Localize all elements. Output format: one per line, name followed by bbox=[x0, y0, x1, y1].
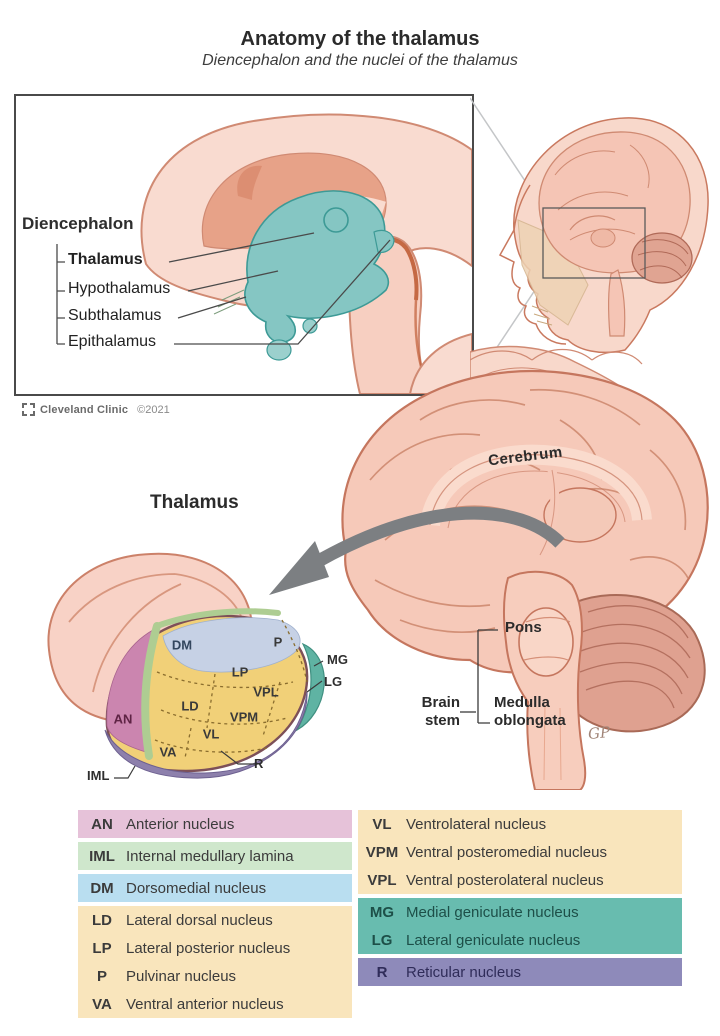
credit-line: Cleveland Clinic ©2021 bbox=[22, 403, 170, 416]
legend-row-lg: LG Lateral geniculate nucleus bbox=[358, 926, 682, 954]
region-label-dm: DM bbox=[171, 637, 193, 653]
legend-abbr-dm: DM bbox=[90, 879, 114, 897]
legend-name-lp: Lateral posterior nucleus bbox=[126, 939, 291, 957]
reticular-purple-rim bbox=[104, 691, 308, 779]
legend-name-ld: Lateral dorsal nucleus bbox=[126, 911, 273, 929]
legend-name-vl: Ventrolateral nucleus bbox=[406, 815, 547, 833]
artist-signature: GP bbox=[587, 723, 611, 743]
legend-row-dm: DM Dorsomedial nucleus bbox=[78, 874, 352, 902]
legend-abbr-an: AN bbox=[91, 815, 113, 833]
head-brain-shape bbox=[538, 131, 693, 337]
legend-row-vl: VL Ventrolateral nucleus bbox=[358, 810, 682, 838]
thalamus-nuclei-illustration bbox=[47, 552, 325, 779]
brain-stem-label: Brain stem bbox=[421, 694, 460, 729]
callout-label-r: R bbox=[254, 756, 264, 771]
legend-row-r: R Reticular nucleus bbox=[358, 958, 682, 986]
legend-row-vpl: VPL Ventral posterolateral nucleus bbox=[358, 866, 682, 894]
diencephalon-illustration bbox=[56, 113, 472, 394]
page-title: Anatomy of the thalamus bbox=[240, 28, 480, 50]
legend-row-va: VA Ventral anterior nucleus bbox=[78, 990, 352, 1018]
legend-abbr-lp: LP bbox=[92, 939, 112, 957]
page-subtitle: Diencephalon and the nuclei of the thala… bbox=[202, 52, 518, 69]
legend-name-r: Reticular nucleus bbox=[406, 963, 522, 981]
legend-name-vpl: Ventral posterolateral nucleus bbox=[406, 871, 604, 889]
legend-abbr-p: P bbox=[96, 967, 107, 985]
thalamus-in-brain-shape bbox=[543, 487, 617, 543]
inset-item-epithalamus: Epithalamus bbox=[68, 333, 157, 350]
legend-abbr-iml: IML bbox=[89, 847, 115, 865]
legend-name-lg: Lateral geniculate nucleus bbox=[406, 931, 581, 949]
thalamus-figure-title: Thalamus bbox=[150, 492, 239, 513]
legend-abbr-mg: MG bbox=[369, 903, 395, 921]
inset-item-hypothalamus: Hypothalamus bbox=[68, 280, 171, 297]
legend-row-ld: LD Lateral dorsal nucleus bbox=[78, 906, 352, 934]
region-label-vl: VL bbox=[202, 726, 220, 742]
diencephalon-inset-box bbox=[14, 94, 474, 396]
callout-label-lg: LG bbox=[324, 674, 343, 689]
zoom-region-rectangle bbox=[542, 207, 646, 279]
legend-abbr-r: R bbox=[376, 963, 388, 981]
region-label-lp: LP bbox=[231, 664, 249, 680]
legend-name-p: Pulvinar nucleus bbox=[126, 967, 237, 985]
inset-leader-lines bbox=[56, 232, 391, 345]
legend-name-dm: Dorsomedial nucleus bbox=[126, 879, 267, 897]
credit-copyright: ©2021 bbox=[137, 403, 170, 416]
region-label-ld: LD bbox=[181, 698, 199, 714]
credit-brand: Cleveland Clinic bbox=[40, 403, 129, 416]
legend-row-vpm: VPM Ventral posteromedial nucleus bbox=[358, 838, 682, 866]
region-label-an: AN bbox=[113, 711, 133, 727]
legend-name-va: Ventral anterior nucleus bbox=[126, 995, 284, 1013]
cleveland-clinic-logo-icon bbox=[22, 403, 35, 416]
legend-name-mg: Medial geniculate nucleus bbox=[406, 903, 579, 921]
pons-label: Pons bbox=[505, 619, 542, 636]
right-thalamus-lobe-shape bbox=[104, 608, 325, 779]
legend-name-an: Anterior nucleus bbox=[126, 815, 235, 833]
legend-name-vpm: Ventral posteromedial nucleus bbox=[406, 843, 607, 861]
zoom-arrow-icon bbox=[269, 506, 565, 595]
cerebellum-shape bbox=[555, 594, 706, 733]
diencephalon-label: Diencephalon bbox=[22, 214, 134, 233]
corpus-callosum-shape bbox=[420, 444, 652, 558]
legend-abbr-ld: LD bbox=[92, 911, 112, 929]
region-label-va: VA bbox=[159, 744, 177, 760]
internal-medullary-lamina-band bbox=[141, 608, 281, 760]
nuclei-dashed-boundaries bbox=[154, 619, 308, 759]
region-label-vpm: VPM bbox=[229, 709, 259, 725]
nuclei-leader-lines bbox=[114, 660, 324, 779]
legend-row-mg: MG Medial geniculate nucleus bbox=[358, 898, 682, 926]
inset-diencephalon-shape bbox=[213, 190, 395, 361]
legend-abbr-lg: LG bbox=[371, 931, 393, 949]
head-locator-illustration bbox=[470, 97, 709, 392]
legend-abbr-va: VA bbox=[92, 995, 112, 1013]
medulla-oblongata-label: Medulla oblongata bbox=[494, 694, 566, 729]
legend-abbr-vpm: VPM bbox=[365, 843, 399, 861]
brainstem-bracket-lines bbox=[460, 629, 498, 724]
legend-row-lp: LP Lateral posterior nucleus bbox=[78, 934, 352, 962]
legend-abbr-vl: VL bbox=[372, 815, 392, 833]
region-label-vpl: VPL bbox=[253, 684, 279, 700]
geniculate-teal-region bbox=[295, 642, 325, 732]
callout-label-iml: IML bbox=[87, 768, 110, 783]
callout-label-mg: MG bbox=[327, 652, 348, 667]
inset-item-thalamus: Thalamus bbox=[68, 251, 143, 268]
brainstem-shape bbox=[502, 570, 587, 790]
legend-left-column: AN Anterior nucleus IML Internal medulla… bbox=[78, 810, 352, 1018]
region-label-p: P bbox=[273, 634, 283, 650]
legend-row-an: AN Anterior nucleus bbox=[78, 810, 352, 838]
legend-row-p: P Pulvinar nucleus bbox=[78, 962, 352, 990]
legend-name-iml: Internal medullary lamina bbox=[126, 847, 294, 865]
legend-row-iml: IML Internal medullary lamina bbox=[78, 842, 352, 870]
legend-abbr-vpl: VPL bbox=[367, 871, 397, 889]
inset-item-subthalamus: Subthalamus bbox=[68, 307, 162, 324]
legend-right-column: VL Ventrolateral nucleus VPM Ventral pos… bbox=[358, 810, 682, 986]
